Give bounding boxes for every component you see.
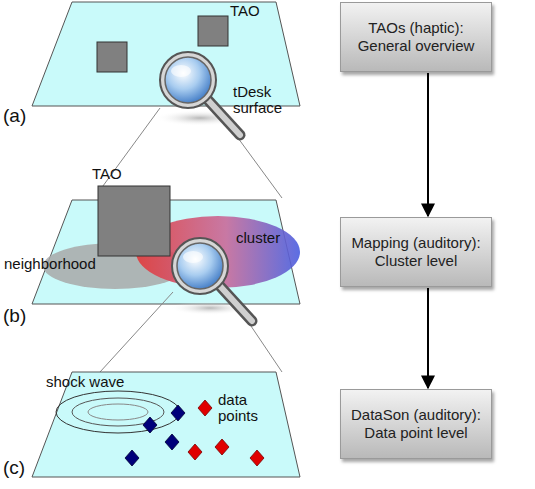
shock-wave-label: shock wave: [46, 374, 146, 390]
box-text: DataSon (auditory): Data point level: [341, 406, 491, 442]
process-box: TAOs (haptic): General overview: [340, 2, 492, 72]
process-box: DataSon (auditory): Data point level: [340, 389, 492, 459]
cluster-label: cluster: [236, 230, 296, 246]
panel-letter: (b): [3, 306, 37, 326]
neighborhood-label: neighborhood: [4, 256, 114, 272]
tao-label: TAO: [92, 166, 132, 182]
surface-label: tDesk surface: [233, 84, 289, 116]
process-box: Mapping (auditory): Cluster level: [340, 217, 492, 287]
flow-arrow: [427, 288, 429, 388]
panel-letter: (a): [3, 106, 37, 126]
data-points-label: data points: [218, 392, 270, 424]
flow-arrow: [427, 73, 429, 216]
panel-letter: (c): [3, 458, 37, 478]
tao-label: TAO: [230, 3, 270, 19]
box-text: TAOs (haptic): General overview: [341, 19, 491, 55]
box-text: Mapping (auditory): Cluster level: [341, 234, 491, 270]
